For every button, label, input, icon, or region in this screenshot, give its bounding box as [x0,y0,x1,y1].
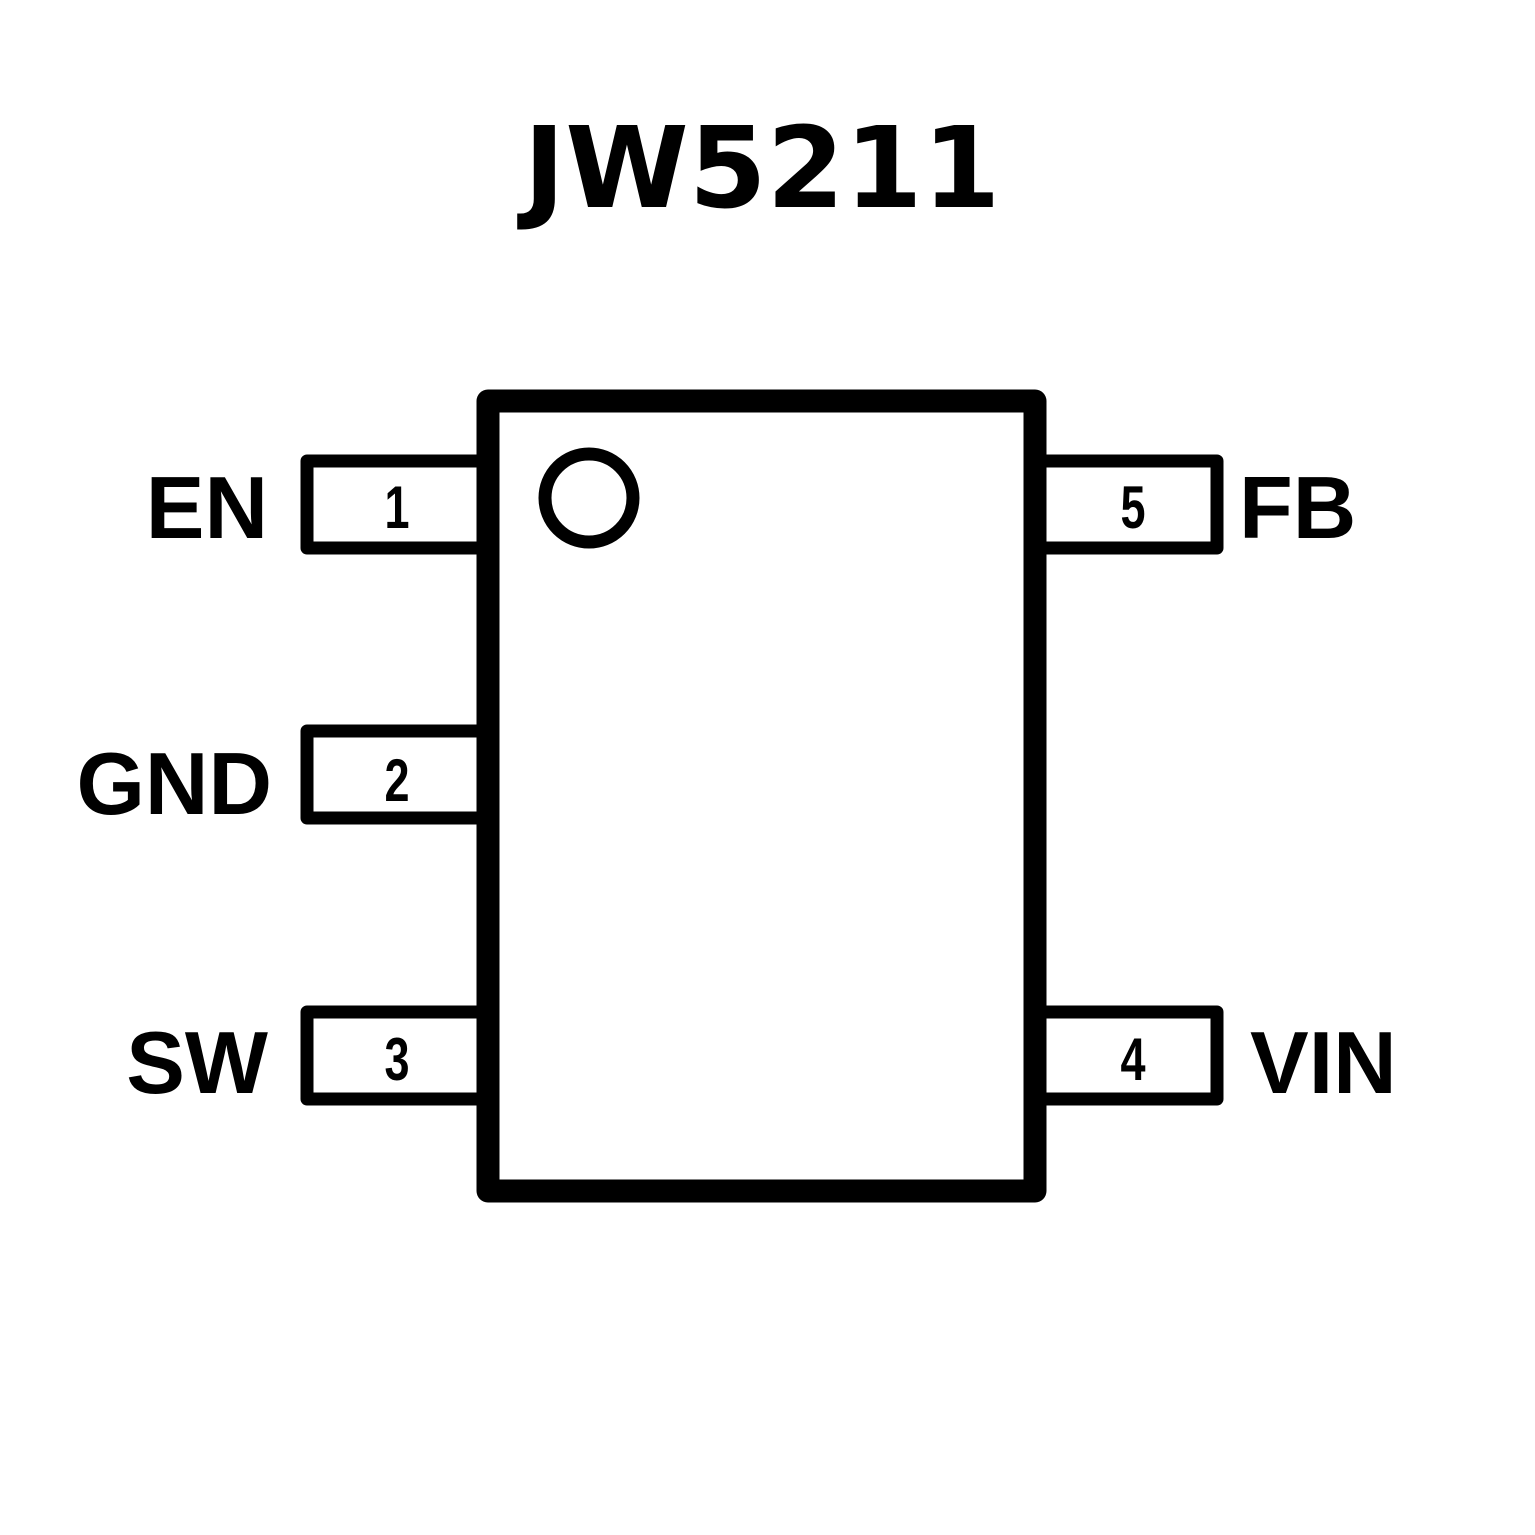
pin-3-lead [300,1005,496,1106]
pin-1-number: 1 [384,475,409,542]
pin-5: 5 FB [1027,454,1356,557]
pin-5-label: FB [1239,458,1356,557]
pin-4-number: 4 [1120,1027,1145,1094]
pin-1-indicator-circle [538,447,640,549]
pin-1: 1 EN [146,454,496,557]
pin-5-number: 5 [1120,475,1145,542]
pin-3-number: 3 [384,1027,409,1094]
chip-title: JW5211 [517,104,1001,234]
pin-3: 3 SW [126,1005,496,1112]
pin-4-label: VIN [1250,1013,1397,1112]
pin-2-number: 2 [384,748,409,815]
pin-3-label: SW [126,1013,268,1112]
pin-2: 2 GND [76,724,496,833]
pin-5-lead [1027,454,1224,555]
pin-1-lead [300,454,496,555]
pin-4-lead [1027,1005,1224,1106]
pin-2-lead [300,724,496,825]
pin-1-label: EN [146,458,268,557]
chip-body [476,389,1047,1203]
pin-2-label: GND [76,734,272,833]
pin-4: 4 VIN [1027,1005,1397,1112]
